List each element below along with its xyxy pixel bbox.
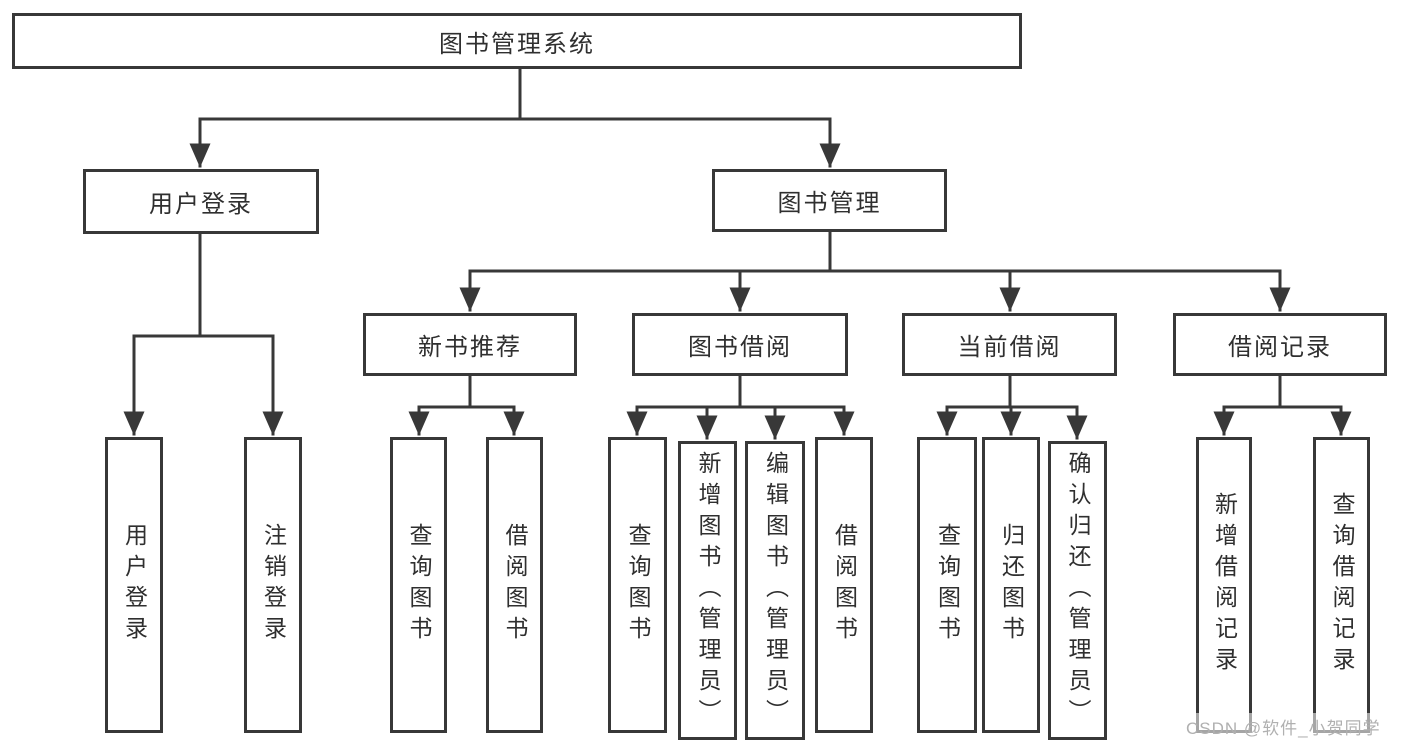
node-user-login-label: 用户登录	[149, 191, 253, 218]
node-book-borrowing-label: 图书借阅	[688, 334, 792, 361]
node-user-login: 用户登录	[83, 169, 319, 234]
node-new-book-recommend: 新书推荐	[363, 313, 577, 376]
node-leaf-nbr-query-books: 查询图书	[390, 437, 447, 733]
node-borrowing-records: 借阅记录	[1173, 313, 1387, 376]
node-leaf-nbr-borrow-books: 借阅图书	[486, 437, 543, 733]
node-root-label: 图书管理系统	[439, 30, 595, 58]
node-leaf-nbr-borrow-books-label: 借阅图书	[502, 523, 528, 647]
node-leaf-bb-add-books-admin: 新增图书（管理员）	[678, 441, 737, 740]
node-leaf-logout: 注销登录	[244, 437, 302, 733]
node-root: 图书管理系统	[12, 13, 1022, 69]
node-leaf-cb-confirm-return-admin: 确认归还（管理员）	[1048, 441, 1107, 740]
node-leaf-bb-query-books: 查询图书	[608, 437, 667, 733]
node-book-management-label: 图书管理	[777, 190, 882, 217]
node-leaf-br-query-record-label: 查询借阅记录	[1329, 492, 1355, 678]
node-leaf-user-login: 用户登录	[105, 437, 163, 733]
node-leaf-br-query-record: 查询借阅记录	[1313, 437, 1370, 733]
node-leaf-logout-label: 注销登录	[260, 523, 287, 647]
node-leaf-nbr-query-books-label: 查询图书	[406, 523, 432, 647]
node-book-management: 图书管理	[712, 169, 947, 232]
node-leaf-bb-edit-books-admin: 编辑图书（管理员）	[745, 441, 805, 740]
node-borrowing-records-label: 借阅记录	[1228, 334, 1332, 361]
node-leaf-cb-query-books: 查询图书	[917, 437, 977, 733]
node-leaf-bb-borrow-books: 借阅图书	[815, 437, 873, 733]
node-leaf-br-add-record-label: 新增借阅记录	[1211, 492, 1238, 678]
node-leaf-bb-edit-books-admin-label: 编辑图书（管理员）	[762, 451, 789, 730]
node-leaf-user-login-label: 用户登录	[121, 523, 148, 647]
node-current-borrowing: 当前借阅	[902, 313, 1117, 376]
csdn-watermark: CSDN @软件_小贺同学	[1183, 713, 1384, 740]
node-leaf-bb-query-books-label: 查询图书	[625, 523, 651, 647]
node-book-borrowing: 图书借阅	[632, 313, 848, 376]
node-leaf-cb-query-books-label: 查询图书	[934, 523, 961, 647]
node-leaf-bb-borrow-books-label: 借阅图书	[831, 523, 858, 647]
node-leaf-br-add-record: 新增借阅记录	[1196, 437, 1252, 733]
node-leaf-cb-confirm-return-admin-label: 确认归还（管理员）	[1065, 451, 1091, 730]
node-leaf-bb-add-books-admin-label: 新增图书（管理员）	[695, 451, 721, 730]
node-new-book-recommend-label: 新书推荐	[418, 334, 522, 361]
node-current-borrowing-label: 当前借阅	[957, 334, 1062, 361]
node-leaf-cb-return-books: 归还图书	[982, 437, 1040, 733]
node-leaf-cb-return-books-label: 归还图书	[998, 523, 1025, 647]
